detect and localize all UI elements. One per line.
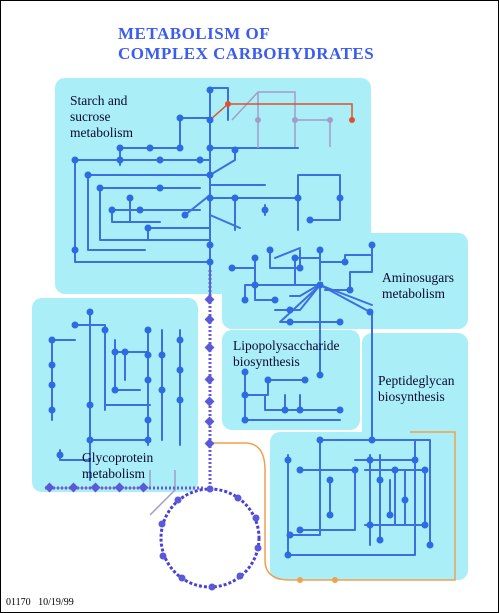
label-glycoprotein: Glycoprotein metabolism [82, 450, 154, 481]
map-date: 10/19/99 [38, 597, 74, 608]
label-lipopolysaccharide: Lipopolysaccharide biosynthesis [233, 338, 340, 369]
label-starch-sucrose: Starch and sucrose metabolism [70, 93, 133, 140]
ring-cycle [158, 485, 262, 591]
region-aminosugars[interactable] [222, 233, 468, 329]
map-footer: 01170 10/19/99 [6, 597, 74, 608]
map-title: METABOLISM OF COMPLEX CARBOHYDRATES [118, 24, 374, 64]
map-id: 01170 [6, 597, 31, 608]
label-peptidoglycan: Peptideglycan biosynthesis [378, 373, 455, 404]
title-line-2: COMPLEX CARBOHYDRATES [118, 44, 375, 63]
label-aminosugars: Aminosugars metabolism [382, 270, 454, 301]
title-line-1: METABOLISM OF [118, 24, 271, 43]
